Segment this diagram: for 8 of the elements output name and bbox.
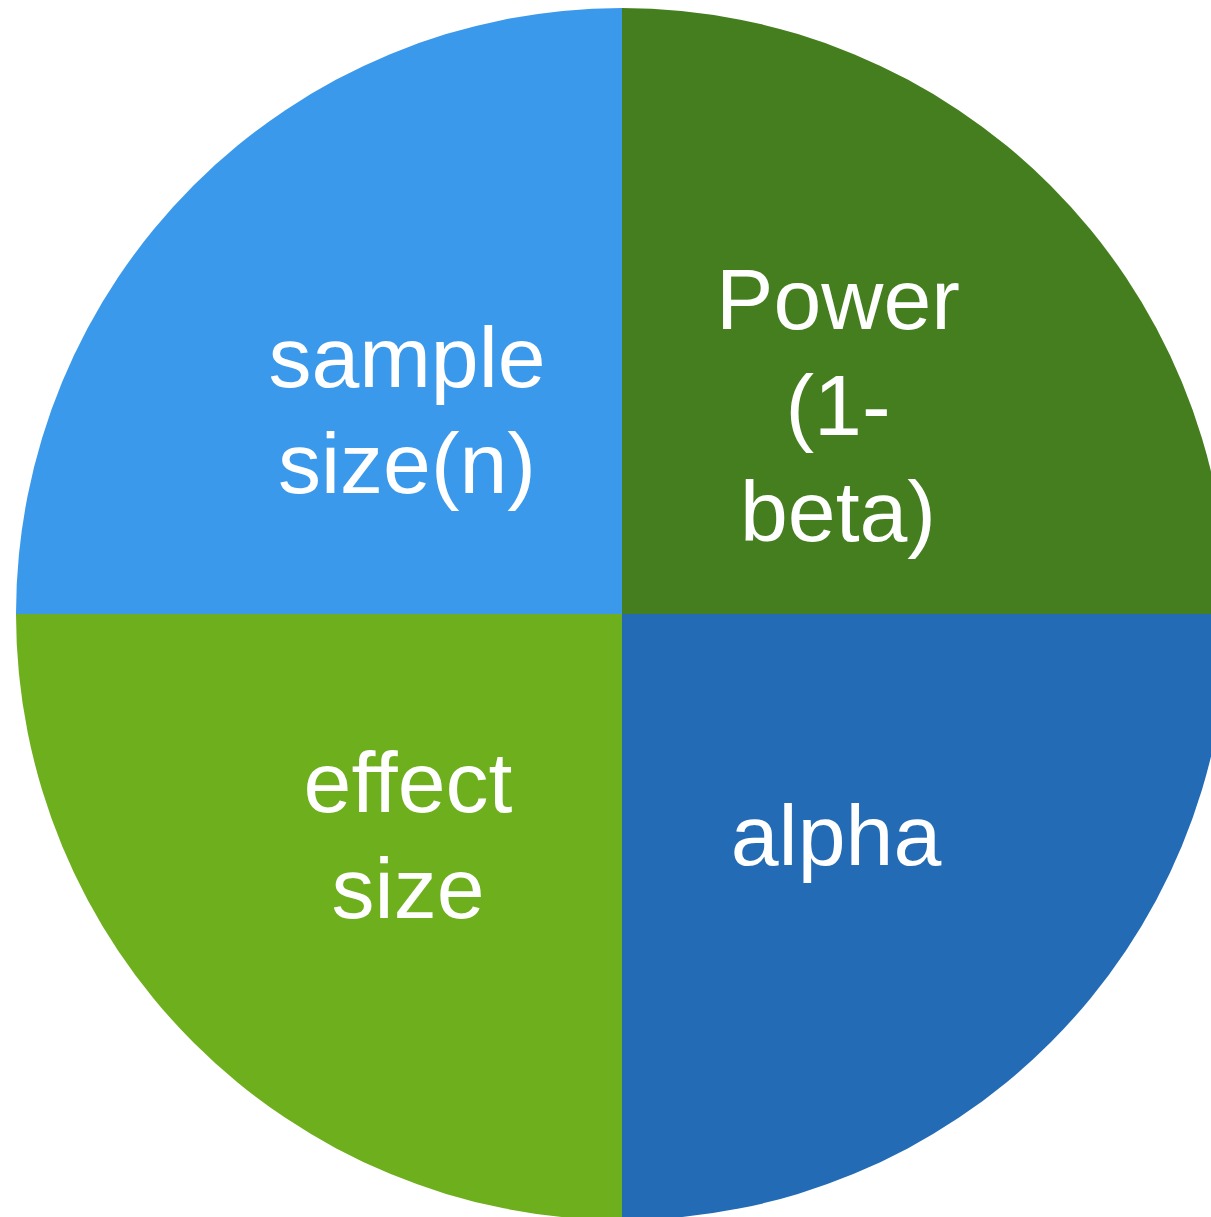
segment-label: effect size bbox=[302, 733, 514, 938]
quadrant-segment bbox=[16, 614, 622, 1217]
quadrant-segment bbox=[622, 8, 1211, 614]
quadrant-segment bbox=[622, 614, 1211, 1217]
quadrant-segment bbox=[16, 8, 622, 614]
segment-label: sample size(n) bbox=[267, 308, 547, 513]
segment-label: alpha bbox=[729, 786, 943, 885]
segment-label: Power (1- beta) bbox=[715, 250, 961, 561]
